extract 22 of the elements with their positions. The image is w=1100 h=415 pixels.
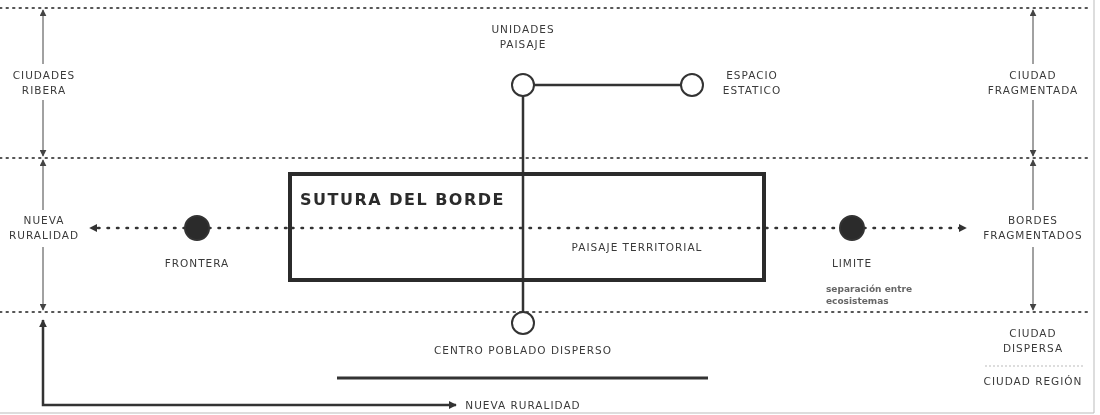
boundary-frame bbox=[288, 172, 766, 282]
band-label: CIUDADES RIBERA bbox=[11, 68, 77, 98]
node-label: UNIDADES PAISAJE bbox=[490, 22, 556, 52]
connector-line bbox=[207, 226, 290, 230]
frame-title: SUTURA DEL BORDE bbox=[300, 192, 505, 207]
node-label: CENTRO POBLADO DISPERSO bbox=[433, 343, 613, 358]
annotation-text: separación entre ecosistemas bbox=[826, 283, 913, 307]
frame-subtitle: PAISAJE TERRITORIAL bbox=[570, 240, 704, 255]
band-label: CIUDAD REGIÓN bbox=[982, 374, 1084, 389]
band-label: NUEVA RURALIDAD bbox=[458, 398, 588, 413]
band-label: BORDES FRAGMENTADOS bbox=[968, 213, 1098, 243]
band-label: CIUDAD DISPERSA bbox=[1001, 326, 1065, 356]
connector-line bbox=[521, 96, 525, 172]
arrow bbox=[39, 319, 457, 409]
connector-line bbox=[521, 282, 525, 312]
connector-line bbox=[534, 83, 681, 87]
node-label: FRONTERA bbox=[163, 256, 231, 271]
arrow bbox=[862, 224, 968, 232]
node-label: LIMITE bbox=[830, 256, 874, 271]
band-label: NUEVA RURALIDAD bbox=[0, 213, 88, 243]
node-label: ESPACIO ESTATICO bbox=[721, 68, 783, 98]
band-label: CIUDAD FRAGMENTADA bbox=[986, 68, 1080, 98]
